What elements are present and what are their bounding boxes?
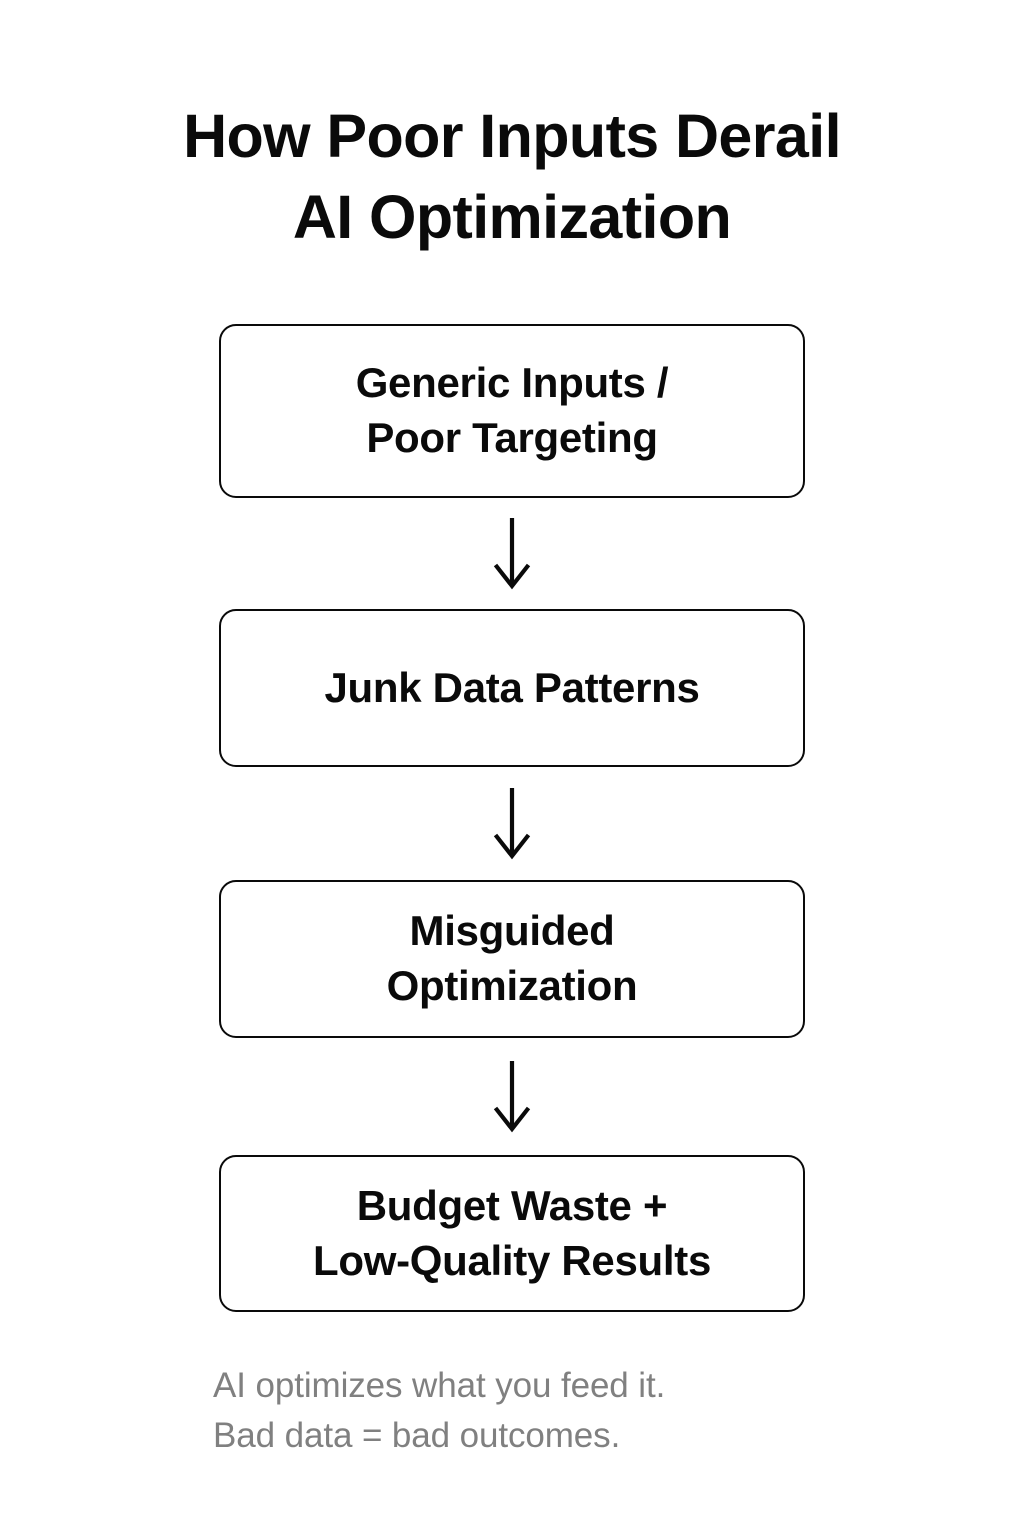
- flow-node-generic-inputs-poor-targeting: Generic Inputs / Poor Targeting: [219, 324, 805, 498]
- page-title: How Poor Inputs Derail AI Optimization: [0, 96, 1024, 257]
- flow-connector-2: [219, 767, 805, 880]
- down-arrow-icon: [493, 517, 531, 589]
- down-arrow-icon: [493, 787, 531, 859]
- flow-node-misguided-optimization: Misguided Optimization: [219, 880, 805, 1038]
- flow-node-label: Misguided Optimization: [386, 907, 638, 1009]
- page-title-line-1: How Poor Inputs Derail: [183, 102, 841, 170]
- flow-connector-1: [219, 498, 805, 609]
- flow-node-budget-waste-low-quality-results: Budget Waste + Low-Quality Results: [219, 1155, 805, 1312]
- page-title-line-2: AI Optimization: [292, 182, 732, 251]
- flow-node-label: Generic Inputs / Poor Targeting: [355, 359, 669, 461]
- flow-node-label: Budget Waste + Low-Quality Results: [312, 1181, 712, 1284]
- footer-caption: AI optimizes what you feed it. Bad data …: [213, 1361, 853, 1461]
- down-arrow-icon: [493, 1060, 531, 1132]
- flow-connector-3: [219, 1038, 805, 1155]
- flowchart: Generic Inputs / Poor Targeting Junk Dat…: [219, 324, 805, 1312]
- flow-node-label: Junk Data Patterns: [324, 663, 700, 711]
- flow-node-junk-data-patterns: Junk Data Patterns: [219, 609, 805, 767]
- footer-caption-line-2: Bad data = bad outcomes.: [213, 1416, 621, 1456]
- footer-caption-line-1: AI optimizes what you feed it.: [213, 1366, 666, 1405]
